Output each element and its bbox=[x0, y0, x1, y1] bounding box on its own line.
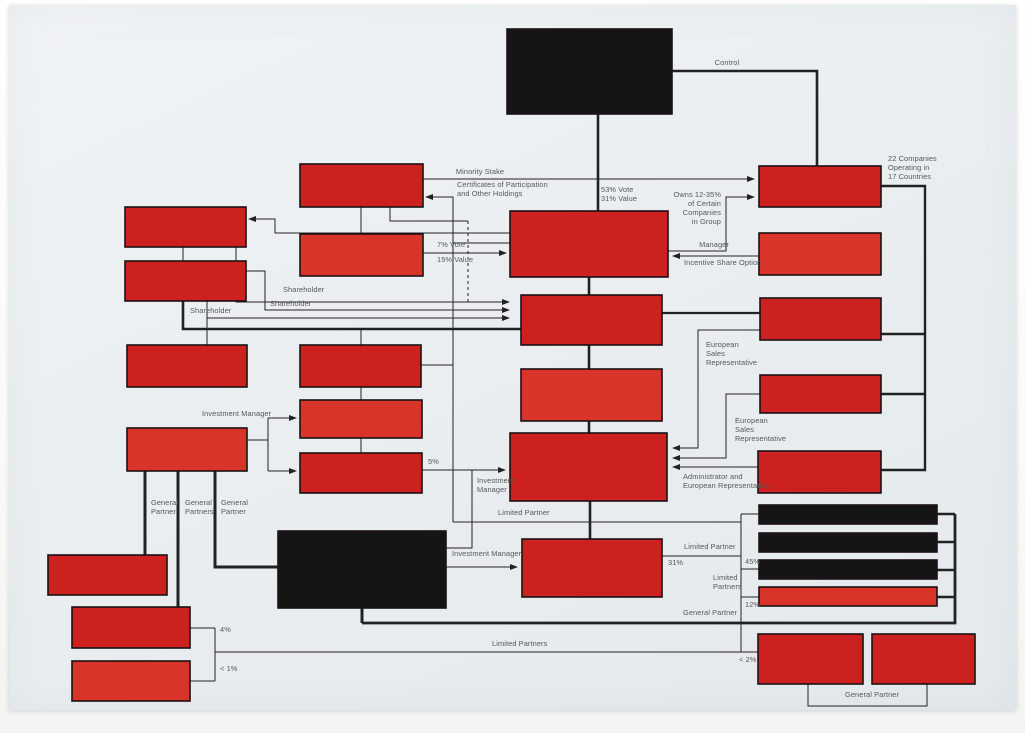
left-box-c bbox=[126, 344, 248, 388]
center-box-1 bbox=[509, 210, 669, 278]
label-general-partner-main: General Partner bbox=[683, 608, 738, 617]
label-general-partner-bottom: General Partner bbox=[845, 690, 900, 699]
partnership-bar-3 bbox=[758, 559, 938, 580]
line-shareholder-2 bbox=[246, 270, 510, 313]
line-22-companies bbox=[881, 184, 927, 472]
mid-box-m1 bbox=[299, 163, 424, 208]
line-bottom-gp-bracket bbox=[807, 684, 928, 707]
line-m1-stub bbox=[389, 207, 468, 222]
partnership-bar-1 bbox=[758, 504, 938, 525]
label-lt-1-pct: < 1% bbox=[220, 664, 238, 673]
bottom-left-box-2 bbox=[71, 606, 191, 649]
mid-box-m5 bbox=[299, 452, 423, 494]
label-investment-manager-3: Investment Manager bbox=[452, 549, 522, 558]
line-certificates bbox=[425, 194, 510, 244]
bottom-left-box-1 bbox=[47, 554, 168, 596]
center-box-2 bbox=[520, 294, 663, 346]
bottom-left-box-3 bbox=[71, 660, 191, 702]
label-control: Control bbox=[715, 58, 740, 67]
partnership-bar-2 bbox=[758, 532, 938, 553]
label-5-pct: 5% bbox=[428, 457, 439, 466]
label-31-pct: 31% bbox=[668, 558, 683, 567]
label-limited-partners-2: Limited Partners bbox=[492, 639, 548, 648]
label-limited-partner-1: Limited Partner bbox=[498, 508, 550, 517]
line-mid-vertical bbox=[446, 470, 473, 549]
mid-box-m2 bbox=[299, 233, 424, 277]
center-box-5 bbox=[521, 538, 663, 598]
label-incentive: Incentive Share Option bbox=[684, 258, 761, 267]
line-b-c2-thick bbox=[181, 301, 521, 331]
label-12-pct: 12% bbox=[745, 600, 760, 609]
line-esr-2 bbox=[672, 393, 760, 461]
label-investment-manager-1: Investment Manager bbox=[202, 409, 272, 418]
label-7-vote: 7% Vote bbox=[437, 240, 465, 249]
label-lt-2-pct: < 2% bbox=[739, 655, 757, 664]
mid-box-m4 bbox=[299, 399, 423, 439]
label-15-value: 15% Value bbox=[437, 255, 473, 264]
gp-black-box bbox=[277, 530, 447, 609]
left-box-d bbox=[126, 427, 248, 472]
label-shareholder-1: Shareholder bbox=[283, 285, 325, 294]
label-limited-partner-2: Limited Partner bbox=[684, 542, 736, 551]
label-shareholder-3: Shareholder bbox=[190, 306, 232, 315]
right-box-4 bbox=[759, 374, 882, 414]
right-box-5 bbox=[757, 450, 882, 494]
center-box-4 bbox=[509, 432, 668, 502]
line-holding-into-a bbox=[248, 216, 510, 234]
label-manager: Manager bbox=[699, 240, 729, 249]
line-control bbox=[672, 69, 819, 166]
bottom-right-box-1 bbox=[757, 633, 864, 685]
parent-black-box bbox=[506, 28, 673, 115]
upper-left-box-a bbox=[124, 206, 247, 248]
bottom-right-box-2 bbox=[871, 633, 976, 685]
upper-left-box-b bbox=[124, 260, 247, 302]
right-box-1 bbox=[758, 165, 882, 208]
label-45-pct: 45% bbox=[745, 557, 760, 566]
partnership-bar-4 bbox=[758, 586, 938, 607]
label-minority-stake: Minority Stake bbox=[456, 167, 504, 176]
label-shareholder-2: Shareholder bbox=[270, 299, 312, 308]
line-general-partner-main bbox=[362, 514, 957, 625]
line-owns-manager bbox=[668, 194, 755, 252]
mid-box-m3 bbox=[299, 344, 422, 388]
right-box-2 bbox=[758, 232, 882, 276]
right-box-3 bbox=[759, 297, 882, 341]
line-esr-1 bbox=[672, 329, 760, 451]
center-box-3 bbox=[520, 368, 663, 422]
label-4-pct: 4% bbox=[220, 625, 231, 634]
line-gp-vertical-3 bbox=[213, 471, 278, 569]
